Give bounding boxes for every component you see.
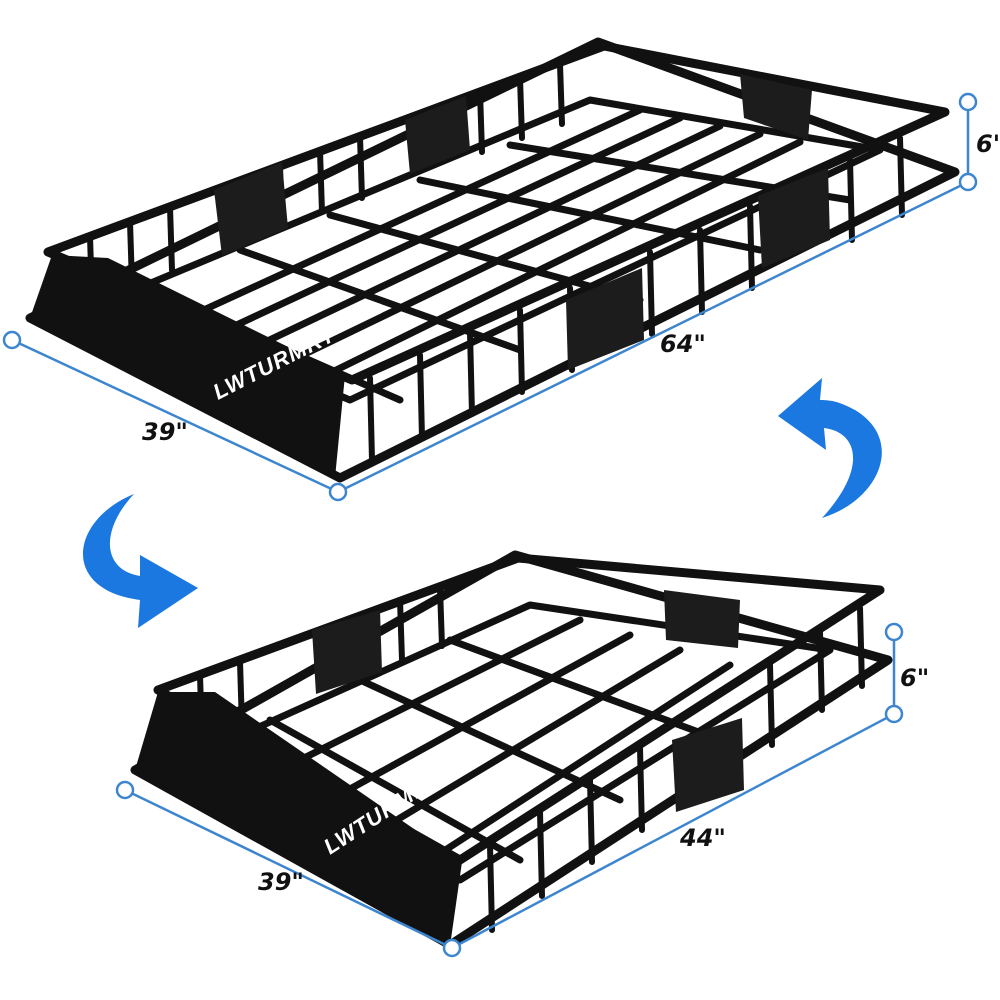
bracket bbox=[312, 610, 382, 694]
compact-dimensions bbox=[115, 622, 904, 958]
extended-dimensions bbox=[2, 92, 978, 502]
extended-length-label: 64" bbox=[660, 330, 706, 358]
bracket bbox=[740, 74, 812, 140]
bracket bbox=[672, 718, 744, 812]
bracket bbox=[664, 590, 740, 648]
extended-width-label: 39" bbox=[142, 418, 188, 446]
compact-width-label: 39" bbox=[258, 868, 304, 896]
compact-length-label: 44" bbox=[679, 824, 726, 852]
bracket bbox=[566, 268, 644, 370]
compact-height-label: 6" bbox=[900, 664, 929, 692]
curved-arrow-icon bbox=[82, 494, 198, 628]
compact-fairing: LWTURMRT bbox=[135, 590, 744, 946]
bracket bbox=[758, 168, 830, 268]
bracket bbox=[405, 96, 470, 174]
extended-height-label: 6" bbox=[976, 130, 1000, 158]
bracket bbox=[214, 162, 288, 256]
curved-arrow-icon bbox=[778, 378, 882, 518]
extended-fairing: LWTURMRT bbox=[30, 74, 830, 478]
